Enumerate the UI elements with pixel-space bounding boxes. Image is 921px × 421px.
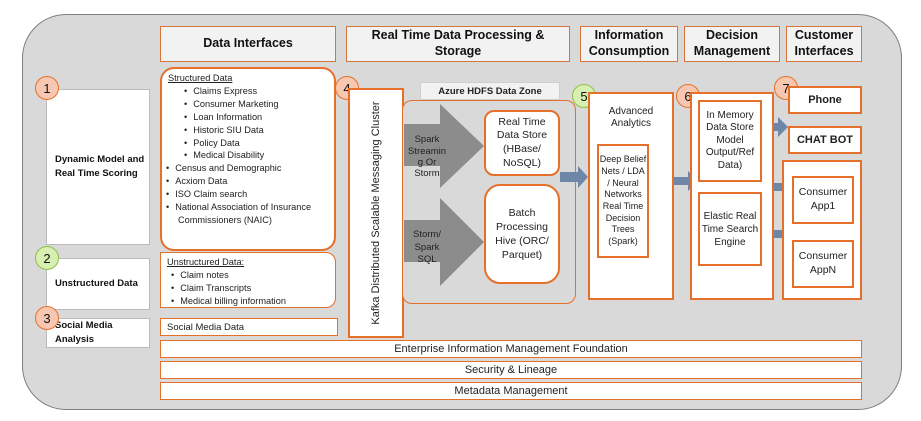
step-2-badge: 2 (35, 246, 59, 270)
list-item: Historic SIU Data (184, 124, 328, 137)
arrow-to-analytics (560, 166, 588, 188)
unstructured-data-title: Unstructured Data: (167, 257, 245, 267)
metadata-bar: Metadata Management (160, 382, 862, 400)
elastic-box: Elastic Real Time Search Engine (698, 192, 762, 266)
arrow-to-phone (764, 117, 788, 137)
label-unstructured: Unstructured Data (46, 258, 150, 310)
phone-box: Phone (788, 86, 862, 114)
header-information: Information Consumption (580, 26, 678, 62)
unstructured-data-box: Unstructured Data: Claim notes Claim Tra… (160, 252, 336, 308)
structured-data-list: Claims Express Consumer Marketing Loan I… (168, 85, 328, 162)
deep-belief-box: Deep Belief Nets / LDA / Neural Networks… (597, 144, 649, 258)
header-real-time: Real Time Data Processing & Storage (346, 26, 570, 62)
storm-spark-arrow (404, 198, 484, 286)
header-data-interfaces: Data Interfaces (160, 26, 336, 62)
storm-spark-label: Storm/ Spark SQL (413, 229, 441, 266)
list-item: Claim notes (180, 269, 329, 282)
in-memory-box: In Memory Data Store Model Output/Ref Da… (698, 100, 762, 182)
unstructured-data-list: Claim notes Claim Transcripts Medical bi… (167, 269, 329, 308)
step-1-badge: 1 (35, 76, 59, 100)
list-item: National Association of Insurance Commis… (175, 201, 328, 227)
security-bar: Security & Lineage (160, 361, 862, 379)
spark-streaming-label: Spark Streamin g Or Storm (408, 134, 447, 180)
structured-data-title: Structured Data (168, 73, 233, 83)
kafka-box: Kafka Distributed Scalable Messaging Clu… (348, 88, 404, 338)
structured-data-box: Structured Data Claims Express Consumer … (160, 67, 336, 251)
advanced-analytics-label: Advanced Analytics (608, 105, 654, 130)
foundation-bar: Enterprise Information Management Founda… (160, 340, 862, 358)
consumer-app1-box: Consumer App1 (792, 176, 854, 224)
list-item: Acxiom Data (175, 175, 328, 188)
list-item: Claims Express (184, 85, 328, 98)
list-item: Policy Data (184, 137, 328, 150)
list-item: Consumer Marketing (184, 98, 328, 111)
structured-data-list-more: Census and Demographic Acxiom Data ISO C… (168, 162, 328, 227)
label-social-media: Social Media Analysis (46, 318, 150, 348)
chatbot-box: CHAT BOT (788, 126, 862, 154)
header-customer: Customer Interfaces (786, 26, 862, 62)
list-item: Medical billing information (180, 295, 329, 308)
list-item: Census and Demographic (175, 162, 328, 175)
list-item: Loan Information (184, 111, 328, 124)
list-item: Claim Transcripts (180, 282, 329, 295)
spark-streaming-arrow (404, 104, 484, 188)
label-dynamic-model: Dynamic Model and Real Time Scoring (46, 89, 150, 245)
batch-processing-box: Batch Processing Hive (ORC/ Parquet) (484, 184, 560, 284)
header-decision: Decision Management (684, 26, 780, 62)
list-item: ISO Claim search (175, 188, 328, 201)
consumer-appn-box: Consumer AppN (792, 240, 854, 288)
realtime-store-box: Real Time Data Store (HBase/ NoSQL) (484, 110, 560, 176)
step-3-badge: 3 (35, 306, 59, 330)
list-item: Medical Disability (184, 149, 328, 162)
social-media-data-box: Social Media Data (160, 318, 338, 336)
azure-label: Azure HDFS Data Zone (420, 82, 560, 100)
